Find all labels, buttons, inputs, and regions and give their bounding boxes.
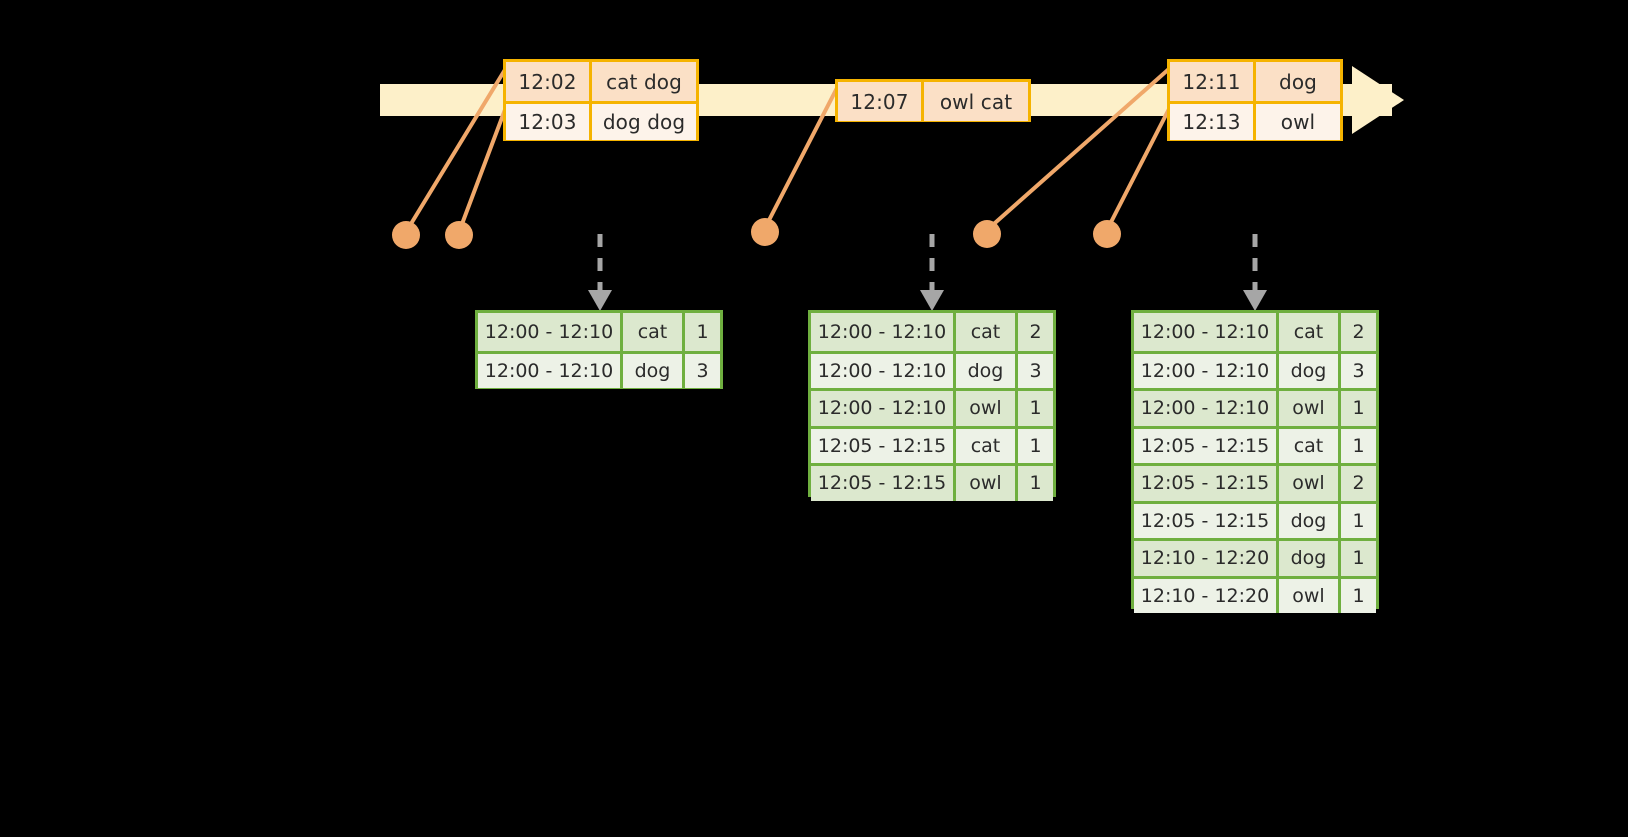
trigger-dot-1	[392, 221, 420, 249]
table-row: 12:05 - 12:15 owl 2	[1134, 463, 1376, 501]
event-group-1: 12:02 cat dog 12:03 dog dog	[503, 59, 699, 141]
cell-key: owl	[956, 391, 1018, 426]
cell-window: 12:05 - 12:15	[1134, 466, 1279, 501]
event-group-2: 12:07 owl cat	[835, 79, 1031, 122]
cell-key: cat	[623, 313, 685, 351]
cell-key: owl	[1279, 578, 1341, 613]
table-row: 12:05 - 12:15 cat 1	[1134, 425, 1376, 463]
table-row: 12:00 - 12:10 owl 1	[1134, 388, 1376, 426]
cell-count: 1	[1018, 391, 1053, 426]
emit-arrow-3	[1243, 234, 1267, 311]
table-row: 12:10 - 12:20 dog 1	[1134, 538, 1376, 576]
event-time: 12:03	[506, 104, 592, 140]
trigger-dot-4	[973, 220, 1001, 248]
table-row: 12:00 - 12:10 dog 3	[1134, 350, 1376, 388]
cell-count: 1	[1341, 391, 1376, 426]
cell-window: 12:05 - 12:15	[811, 466, 956, 501]
connector-line-2	[457, 105, 508, 234]
table-row: 12:00 - 12:10 owl 1	[811, 388, 1053, 426]
table-row: 12:00 - 12:10 cat 2	[1134, 313, 1376, 351]
cell-count: 1	[1341, 578, 1376, 613]
event-row: 12:03 dog dog	[506, 101, 696, 140]
emit-arrows	[588, 234, 1267, 311]
event-time: 12:02	[506, 62, 592, 101]
event-group-3: 12:11 dog 12:13 owl	[1167, 59, 1343, 141]
connector-line-1	[404, 66, 508, 234]
emit-arrow-1	[588, 234, 612, 311]
cell-window: 12:05 - 12:15	[1134, 503, 1279, 538]
event-row: 12:02 cat dog	[506, 62, 696, 101]
cell-key: cat	[956, 428, 1018, 463]
result-table-1: 12:00 - 12:10 cat 1 12:00 - 12:10 dog 3	[475, 310, 723, 389]
cell-count: 1	[1018, 428, 1053, 463]
cell-key: dog	[623, 353, 685, 388]
cell-window: 12:00 - 12:10	[1134, 313, 1279, 351]
table-row: 12:05 - 12:15 cat 1	[811, 425, 1053, 463]
cell-window: 12:00 - 12:10	[1134, 353, 1279, 388]
cell-window: 12:00 - 12:10	[478, 313, 623, 351]
table-row: 12:05 - 12:15 owl 1	[811, 463, 1053, 501]
cell-key: dog	[956, 353, 1018, 388]
cell-key: dog	[1279, 353, 1341, 388]
event-time: 12:07	[838, 82, 924, 121]
event-payload: dog	[1256, 62, 1340, 101]
cell-count: 1	[1341, 503, 1376, 538]
cell-key: dog	[1279, 503, 1341, 538]
cell-window: 12:00 - 12:10	[811, 313, 956, 351]
cell-window: 12:05 - 12:15	[811, 428, 956, 463]
trigger-dots	[392, 218, 1121, 249]
cell-count: 3	[1341, 353, 1376, 388]
event-payload: dog dog	[592, 104, 696, 140]
cell-key: owl	[1279, 466, 1341, 501]
trigger-dot-2	[445, 221, 473, 249]
cell-key: cat	[1279, 313, 1341, 351]
table-row: 12:00 - 12:10 dog 3	[811, 350, 1053, 388]
cell-window: 12:00 - 12:10	[478, 353, 623, 388]
event-payload: owl	[1256, 104, 1340, 140]
event-payload: cat dog	[592, 62, 696, 101]
connector-line-3	[763, 84, 840, 230]
table-row: 12:00 - 12:10 cat 2	[811, 313, 1053, 351]
cell-window: 12:00 - 12:10	[811, 391, 956, 426]
cell-key: cat	[956, 313, 1018, 351]
cell-count: 1	[685, 313, 720, 351]
cell-key: dog	[1279, 541, 1341, 576]
event-row: 12:07 owl cat	[838, 82, 1028, 121]
emit-arrow-2	[920, 234, 944, 311]
cell-count: 3	[685, 353, 720, 388]
cell-key: owl	[1279, 391, 1341, 426]
event-time: 12:11	[1170, 62, 1256, 101]
cell-key: cat	[1279, 428, 1341, 463]
cell-window: 12:00 - 12:10	[1134, 391, 1279, 426]
cell-key: owl	[956, 466, 1018, 501]
result-table-3: 12:00 - 12:10 cat 2 12:00 - 12:10 dog 3 …	[1131, 310, 1379, 613]
cell-window: 12:10 - 12:20	[1134, 541, 1279, 576]
table-row: 12:00 - 12:10 cat 1	[478, 313, 720, 351]
cell-count: 1	[1341, 428, 1376, 463]
cell-count: 1	[1341, 541, 1376, 576]
cell-window: 12:10 - 12:20	[1134, 578, 1279, 613]
cell-count: 2	[1018, 313, 1053, 351]
event-time: 12:13	[1170, 104, 1256, 140]
trigger-dot-3	[751, 218, 779, 246]
cell-count: 1	[1018, 466, 1053, 501]
cell-count: 2	[1341, 313, 1376, 351]
cell-count: 2	[1341, 466, 1376, 501]
table-row: 12:10 - 12:20 owl 1	[1134, 575, 1376, 613]
result-table-2: 12:00 - 12:10 cat 2 12:00 - 12:10 dog 3 …	[808, 310, 1056, 501]
cell-window: 12:00 - 12:10	[811, 353, 956, 388]
event-row: 12:13 owl	[1170, 101, 1340, 140]
cell-window: 12:05 - 12:15	[1134, 428, 1279, 463]
trigger-dot-5	[1093, 220, 1121, 248]
event-row: 12:11 dog	[1170, 62, 1340, 101]
event-payload: owl cat	[924, 82, 1028, 121]
table-row: 12:00 - 12:10 dog 3	[478, 350, 720, 388]
table-row: 12:05 - 12:15 dog 1	[1134, 500, 1376, 538]
cell-count: 3	[1018, 353, 1053, 388]
connector-line-5	[1105, 105, 1172, 232]
